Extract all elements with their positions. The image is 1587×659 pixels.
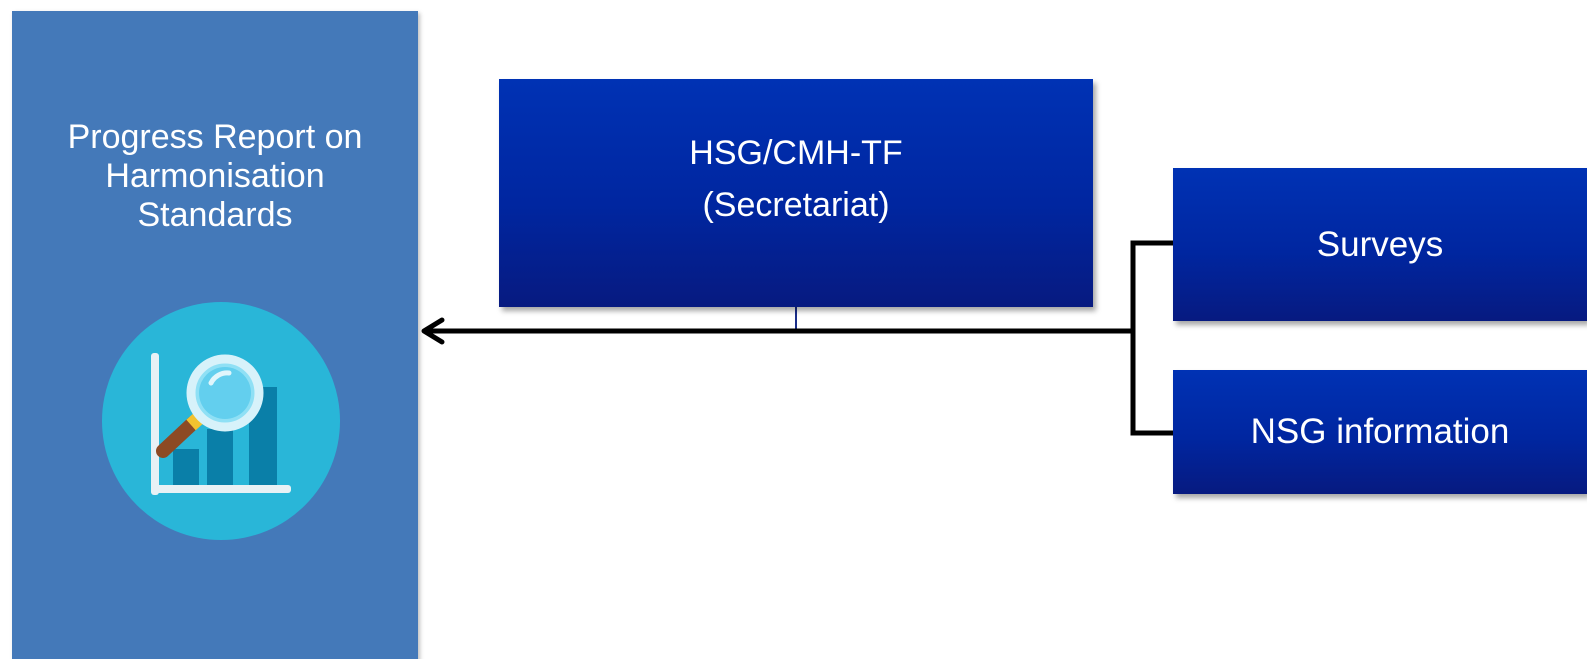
- secretariat-title: HSG/CMH-TF: [689, 134, 903, 172]
- report-panel: Progress Report on Harmonisation Standar…: [12, 11, 418, 659]
- surveys-box: Surveys: [1173, 168, 1587, 321]
- secretariat-subtitle: (Secretariat): [702, 186, 890, 224]
- secretariat-box: HSG/CMH-TF (Secretariat): [499, 79, 1093, 307]
- nsg-information-box: NSG information: [1173, 370, 1587, 494]
- chart-magnifier-icon: [102, 302, 340, 540]
- report-title: Progress Report on Harmonisation Standar…: [67, 118, 363, 234]
- arrow-head: [421, 317, 445, 345]
- bracket-connector: [1130, 240, 1173, 436]
